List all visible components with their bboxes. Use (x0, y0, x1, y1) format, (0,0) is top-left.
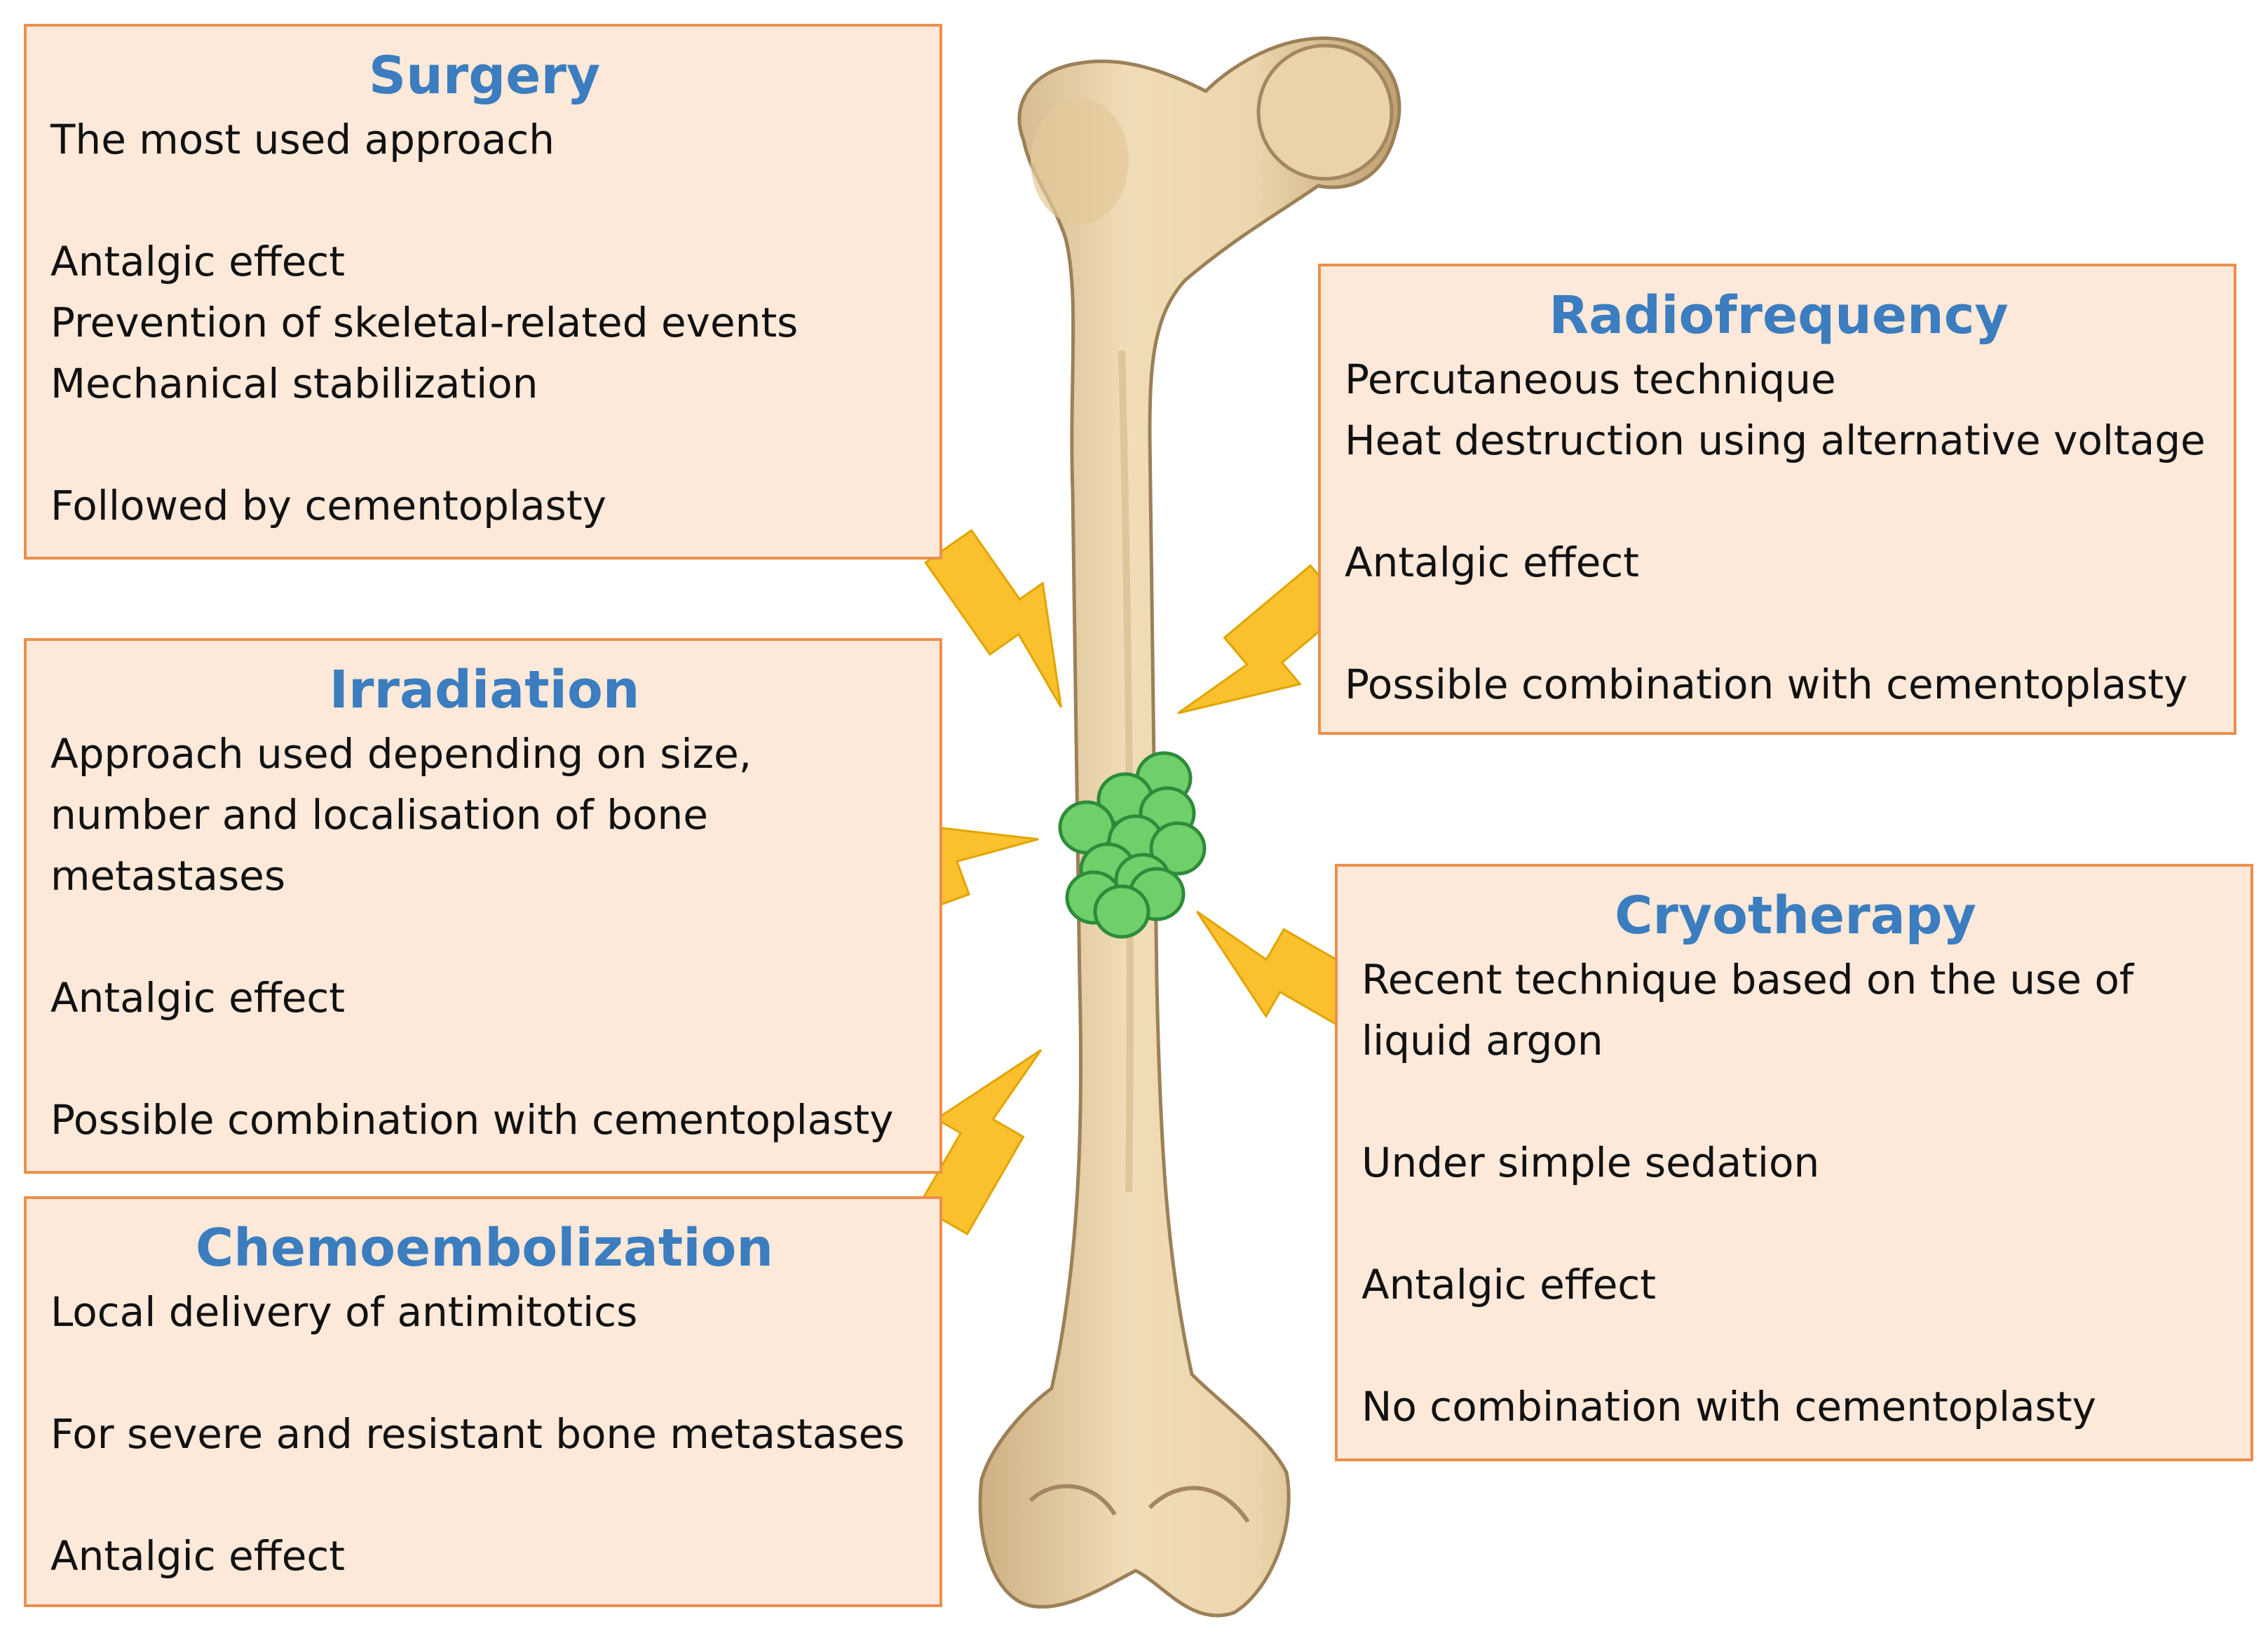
bone-metastases-cluster (1058, 751, 1207, 939)
chemoembolization-title: Chemoembolization (195, 1218, 774, 1278)
box-line: Antalgic effect (50, 238, 346, 285)
box-line (50, 170, 918, 231)
box-line: Possible combination with cementoplasty (50, 1096, 894, 1144)
box-line: liquid argon (1362, 1017, 1603, 1064)
irradiation-title: Irradiation (329, 660, 640, 720)
box-line: Prevention of skeletal-related events (50, 299, 799, 346)
cryotherapy-lines: Recent technique based on the use of liqu… (1362, 949, 2229, 1437)
box-line: Heat destruction using alternative volta… (1345, 417, 2206, 464)
irradiation-box: Irradiation Approach used depending on s… (24, 638, 942, 1174)
box-line (1345, 593, 2213, 654)
box-line: Antalgic effect (1345, 539, 1640, 586)
box-line: Under simple sedation (1362, 1139, 1820, 1186)
box-line (1345, 471, 2213, 532)
irradiation-lines: Approach used depending on size, number a… (50, 724, 918, 1151)
box-line: Antalgic effect (50, 974, 346, 1022)
box-line (50, 1029, 918, 1090)
box-line: Approach used depending on size, (50, 730, 752, 778)
radiofrequency-bolt (1177, 564, 1348, 715)
box-line: Recent technique based on the use of (1362, 956, 2134, 1003)
box-line: No combination with cementoplasty (1362, 1383, 2096, 1430)
box-line: Followed by cementoplasty (50, 482, 606, 529)
chemoembolization-bolt (917, 1049, 1043, 1236)
box-line (50, 1343, 918, 1404)
box-line: Antalgic effect (50, 1532, 346, 1580)
cryotherapy-title: Cryotherapy (1615, 886, 1976, 946)
box-line (1362, 1193, 2229, 1254)
box-line: For severe and resistant bone metastases (50, 1410, 905, 1458)
cryotherapy-box: Cryotherapy Recent technique based on th… (1335, 864, 2253, 1461)
box-line: Local delivery of antimitotics (50, 1288, 638, 1336)
box-line (50, 1465, 918, 1526)
femur-bone (978, 36, 1401, 1618)
box-line: metastases (50, 852, 286, 900)
surgery-title: Surgery (368, 46, 601, 106)
box-line: The most used approach (50, 116, 555, 163)
box-line: Possible combination with cementoplasty (1345, 661, 2188, 708)
box-line (50, 414, 918, 475)
box-line: Percutaneous technique (1345, 356, 1836, 403)
box-line (50, 907, 918, 968)
box-line (1362, 1315, 2229, 1376)
box-line (1362, 1071, 2229, 1132)
metastasis-cell (1149, 821, 1207, 876)
chemoembolization-box: Chemoembolization Local delivery of anti… (24, 1196, 942, 1607)
surgery-bolt (924, 529, 1063, 708)
box-line: Mechanical stabilization (50, 360, 538, 407)
box-line: Antalgic effect (1362, 1261, 1657, 1308)
metastasis-cell (1093, 884, 1150, 939)
box-line: number and localisation of bone (50, 791, 708, 839)
radiofrequency-title: Radiofrequency (1549, 285, 2009, 346)
